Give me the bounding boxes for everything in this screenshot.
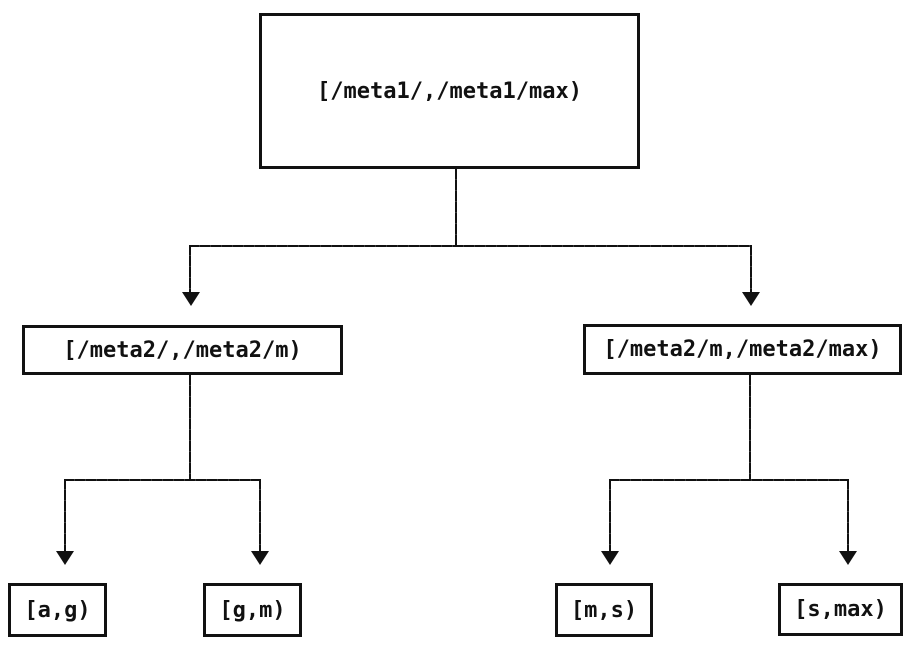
edge-meta2-left-stem-line — [189, 375, 191, 480]
arrow-down-icon — [182, 292, 200, 306]
edge-to-leaf-gm-line — [259, 479, 261, 551]
edge-to-leaf-smax-line — [847, 479, 849, 551]
node-leaf-gm: [g,m) — [203, 583, 302, 637]
node-meta2-left: [/meta2/,/meta2/m) — [22, 325, 343, 375]
edge-to-leaf-ag-line — [64, 479, 66, 551]
arrow-down-icon — [56, 551, 74, 565]
edge-root-branch-line — [189, 245, 752, 247]
arrow-down-icon — [839, 551, 857, 565]
arrow-down-icon — [251, 551, 269, 565]
node-meta2-right: [/meta2/m,/meta2/max) — [583, 324, 902, 375]
edge-to-meta2-right-line — [750, 245, 752, 292]
node-leaf-ag: [a,g) — [8, 583, 107, 637]
edge-meta2-right-stem-line — [749, 375, 751, 480]
arrow-down-icon — [601, 551, 619, 565]
edge-to-meta2-left-line — [189, 245, 191, 292]
edge-meta2-left-branch-line — [64, 479, 261, 481]
node-leaf-smax: [s,max) — [778, 583, 903, 636]
node-root: [/meta1/,/meta1/max) — [259, 13, 640, 169]
edge-to-leaf-ms-line — [609, 479, 611, 551]
edge-meta2-right-branch-line — [609, 479, 849, 481]
arrow-down-icon — [742, 292, 760, 306]
edge-root-stem-line — [455, 169, 457, 246]
node-leaf-ms: [m,s) — [555, 583, 653, 637]
